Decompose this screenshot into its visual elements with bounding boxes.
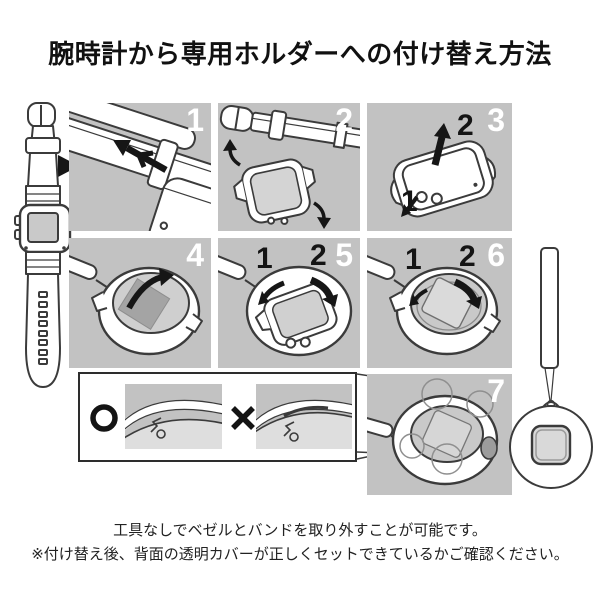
press-right-arrow-icon bbox=[309, 276, 334, 299]
remove-band-art bbox=[69, 103, 211, 231]
step-panel-4: 4 bbox=[69, 238, 211, 368]
band-holes bbox=[38, 291, 48, 365]
step-order-label: 1 bbox=[401, 185, 418, 218]
step-order-label: 2 bbox=[310, 239, 327, 272]
hook-left-arrow-icon bbox=[262, 280, 285, 299]
step-panel-1: 1 bbox=[69, 103, 211, 231]
step-order-label: 2 bbox=[459, 240, 476, 273]
panel-number: 6 bbox=[487, 238, 505, 273]
footer-note-1: 工具なしでベゼルとバンドを取り外すことが可能です。 bbox=[113, 522, 487, 539]
lift-watch-art bbox=[390, 123, 497, 218]
close-cover-arrow-icon bbox=[453, 278, 478, 301]
flip-cover-arrow-icon bbox=[126, 274, 163, 310]
insert-watch-art bbox=[218, 247, 353, 357]
cover-seating-comparison-box bbox=[78, 372, 357, 462]
panel-number: 3 bbox=[487, 103, 505, 138]
footer-note-2: ※付け替え後、背面の透明カバーが正しくセットできているかご確認ください。 bbox=[31, 546, 569, 563]
step-panel-5: 1 2 5 bbox=[218, 238, 360, 368]
holder-with-strap-illustration bbox=[509, 247, 593, 489]
close-cover-art bbox=[367, 247, 501, 356]
panel-number: 1 bbox=[186, 103, 204, 138]
step-order-label: 1 bbox=[405, 243, 422, 276]
correct-seating-image bbox=[125, 384, 222, 449]
panel-number: 7 bbox=[487, 374, 505, 409]
step-panel-2: 2 bbox=[218, 103, 360, 231]
page-title: 腕時計から専用ホルダーへの付け替え方法 bbox=[48, 39, 552, 69]
slide-band-arrow-icon bbox=[125, 145, 168, 173]
panel-number: 5 bbox=[335, 238, 353, 273]
step-order-label: 1 bbox=[256, 242, 273, 275]
spread-left-arrow-icon bbox=[228, 148, 241, 167]
checkpoint-circle bbox=[431, 443, 463, 475]
wristwatch-with-band-illustration bbox=[14, 102, 72, 388]
step-panel-7: 7 bbox=[367, 374, 512, 495]
correct-mark-icon bbox=[90, 404, 118, 432]
step-order-label: 2 bbox=[457, 109, 474, 142]
spread-right-arrow-icon bbox=[313, 201, 326, 220]
detach-case-art bbox=[219, 104, 360, 229]
step-panel-6: 1 2 6 bbox=[367, 238, 512, 368]
panel-number: 2 bbox=[335, 103, 353, 138]
incorrect-seating-image bbox=[256, 384, 352, 449]
incorrect-mark-icon bbox=[231, 406, 255, 430]
open-holder-art bbox=[69, 247, 203, 356]
step-panel-3: 1 2 3 bbox=[367, 103, 512, 231]
check-cover-art bbox=[367, 378, 499, 486]
lift-up-arrow-icon bbox=[431, 136, 446, 166]
panel-number: 4 bbox=[186, 238, 204, 273]
